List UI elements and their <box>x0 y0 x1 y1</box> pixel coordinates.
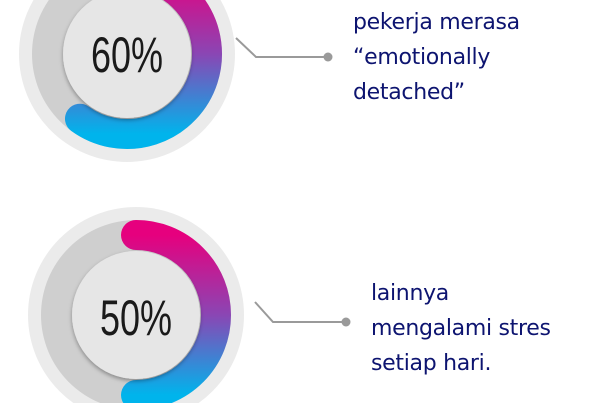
caption-line: pekerja merasa <box>353 10 520 35</box>
caption-line: setiap hari. <box>371 351 492 376</box>
stat-caption-2: lainnya mengalami stres setiap hari. <box>371 276 551 381</box>
donut-60-percent: 60% <box>19 0 235 162</box>
caption-line: lainnya <box>371 281 449 306</box>
connector-dot <box>341 317 351 327</box>
connector-dot <box>323 52 333 62</box>
progress-arc <box>121 220 231 403</box>
percent-label: 50% <box>100 291 172 346</box>
caption-line: mengalami stres <box>371 316 551 341</box>
donut-50-percent: 50% <box>28 207 244 403</box>
caption-line: “emotionally <box>353 45 491 70</box>
progress-arc <box>64 0 222 149</box>
inner-disc <box>72 251 200 379</box>
stat-caption-1: pekerja merasa “emotionally detached” <box>353 5 520 110</box>
percent-label: 60% <box>91 28 163 83</box>
caption-line: detached” <box>353 80 465 105</box>
connector-line <box>235 37 333 62</box>
inner-disc <box>63 0 191 118</box>
connector-line <box>254 301 351 327</box>
